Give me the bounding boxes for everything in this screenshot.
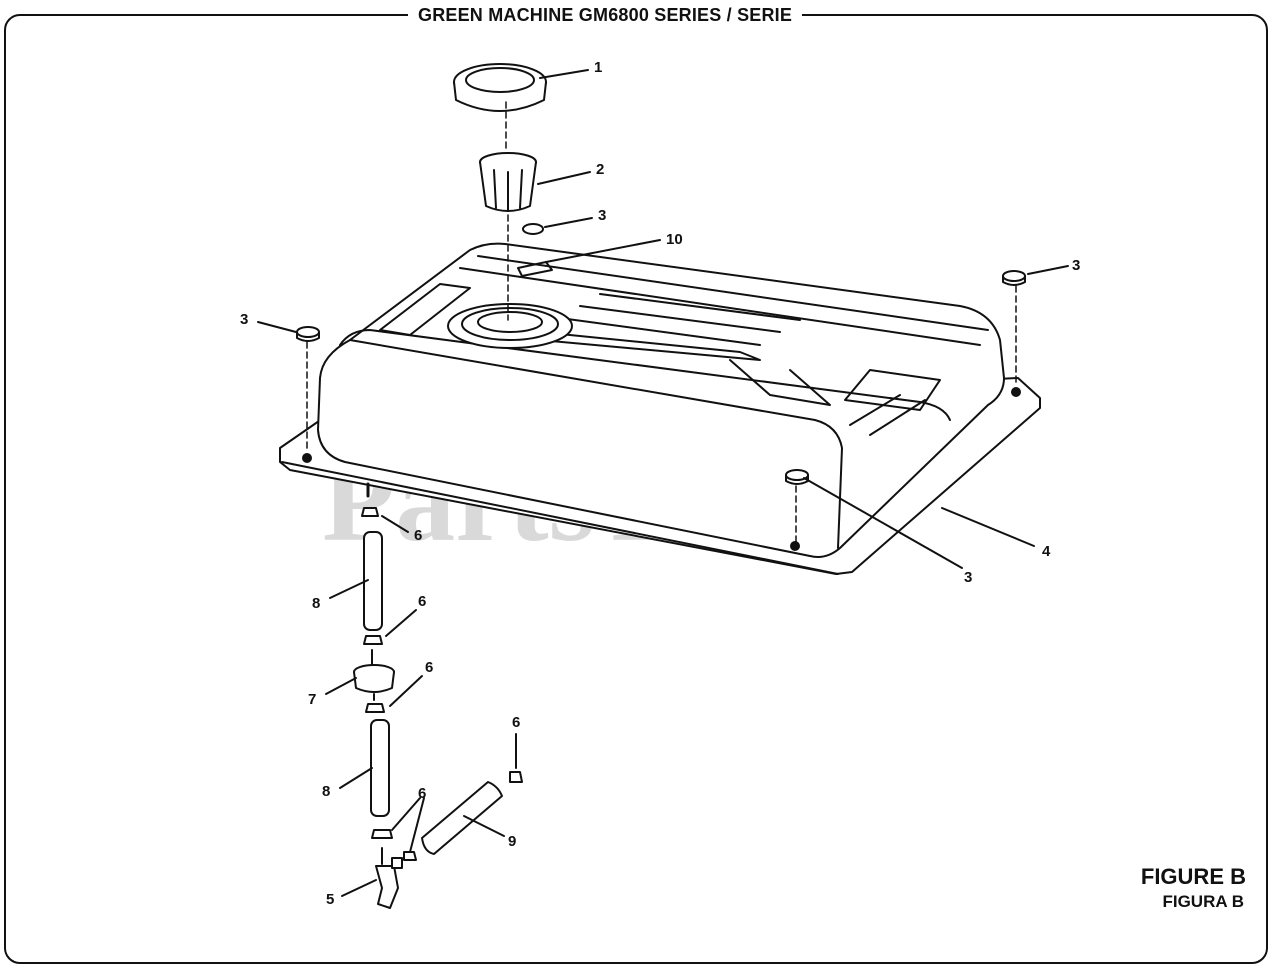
hose-clamp	[509, 771, 523, 783]
hose-clamp	[403, 851, 417, 861]
callout-3: 3	[240, 311, 248, 328]
callout-6: 6	[425, 659, 433, 676]
hose-clamp	[361, 507, 379, 517]
callout-6: 6	[414, 527, 422, 544]
grommet	[296, 326, 320, 338]
callout-3: 3	[964, 569, 972, 586]
figure-label: FIGURE B	[1140, 864, 1246, 889]
fuel-hose	[370, 719, 390, 817]
hose-clamp	[363, 635, 383, 645]
callout-3: 3	[598, 207, 606, 224]
grommet	[1002, 270, 1026, 282]
callout-10: 10	[666, 231, 683, 248]
callout-4: 4	[1042, 543, 1051, 560]
fuel-valve	[375, 865, 399, 909]
callout-7: 7	[308, 691, 316, 708]
callout-9: 9	[508, 833, 516, 850]
callout-5: 5	[326, 891, 334, 908]
callout-6: 6	[512, 714, 520, 731]
callout-2: 2	[596, 161, 604, 178]
callout-6: 6	[418, 593, 426, 610]
grommet	[522, 223, 544, 235]
fuel-hose-vent	[421, 781, 503, 855]
hose-clamp	[371, 829, 393, 839]
page-title: GREEN MACHINE GM6800 SERIES / SERIE	[408, 4, 803, 26]
callout-1: 1	[594, 59, 602, 76]
callout-6: 6	[418, 785, 426, 802]
figure-label-es: FIGURA B	[1162, 892, 1244, 911]
callout-8: 8	[312, 595, 320, 612]
callout-3: 3	[1072, 257, 1080, 274]
hose-clamp	[365, 703, 385, 713]
callout-8: 8	[322, 783, 330, 800]
decal	[517, 261, 553, 277]
